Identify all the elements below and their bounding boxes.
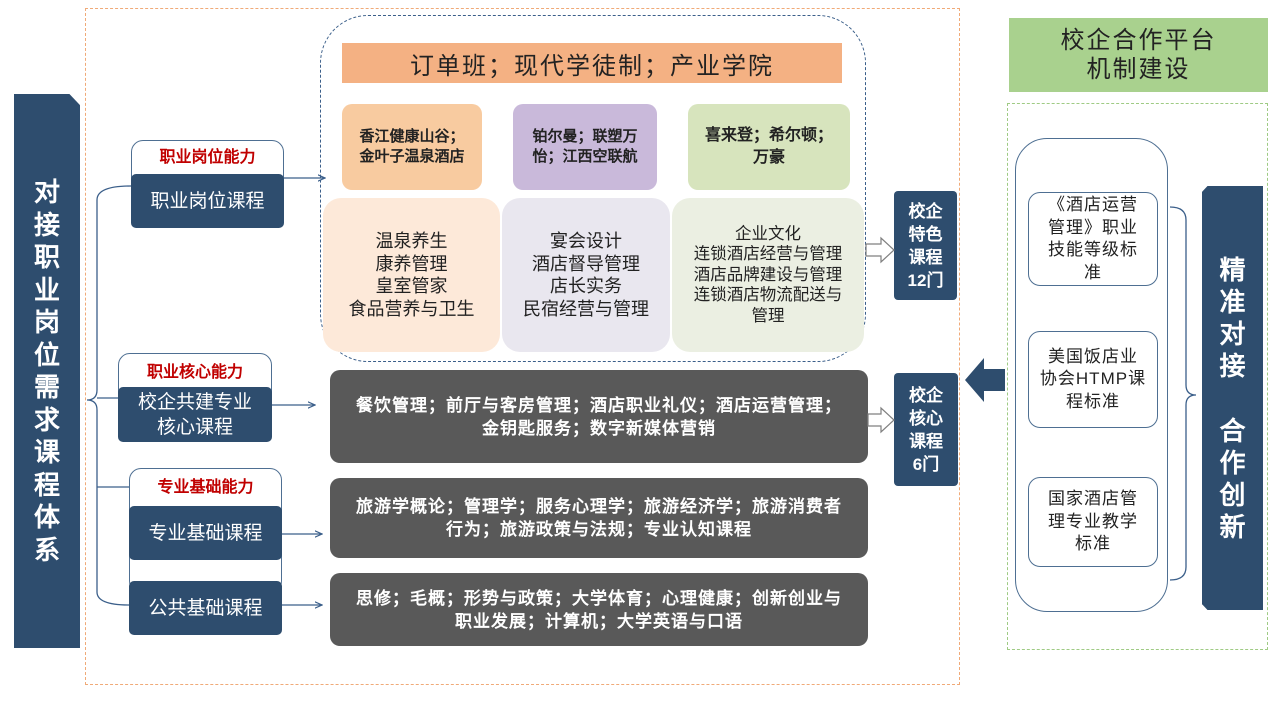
- partner-box-3: 喜来登；希尔顿； 万豪: [688, 104, 850, 190]
- left-banner: 对接职业岗位需求课程体系: [14, 94, 80, 648]
- right-banner: 精准对接 合作创新: [1202, 186, 1263, 610]
- curriculum-frame: [85, 8, 960, 685]
- order-bar-title: 订单班；现代学徒制；产业学院: [342, 43, 842, 83]
- specialty-course-box-2: 宴会设计 酒店督导管理 店长实务 民宿经营与管理: [502, 198, 670, 352]
- platform-header: 校企合作平台 机制建设: [1009, 18, 1268, 92]
- specialty-course-box-1: 温泉养生 康养管理 皇室管家 食品营养与卫生: [323, 198, 500, 352]
- platform-frame: [1007, 103, 1268, 650]
- ability-label-position: 职业岗位能力: [159, 149, 256, 166]
- course-list-foundation: 旅游学概论；管理学；服务心理学；旅游经济学；旅游消费者 行为；旅游政策与法规；专…: [330, 478, 868, 558]
- course-list-public: 思修；毛概；形势与政策；大学体育；心理健康；创新创业与 职业发展；计算机；大学英…: [330, 573, 868, 646]
- tag-specialty-courses: 校企 特色 课程 12门: [894, 191, 957, 300]
- ability-label-core: 职业核心能力: [146, 364, 243, 381]
- course-box-core: 校企共建专业 核心课程: [118, 387, 272, 442]
- standard-box-3: 国家酒店管 理专业教学 标准: [1028, 477, 1158, 567]
- right-banner-line-1: 精准对接: [1219, 254, 1246, 381]
- course-box-foundation: 专业基础课程: [129, 506, 282, 560]
- partner-box-2: 铂尔曼；联塑万 怡；江西空联航: [513, 104, 657, 190]
- right-banner-line-2: 合作创新: [1219, 415, 1246, 542]
- platform-feed-arrow: [965, 358, 1005, 402]
- course-list-core: 餐饮管理；前厅与客房管理；酒店职业礼仪；酒店运营管理； 金钥匙服务；数字新媒体营…: [330, 370, 868, 463]
- left-banner-title: 对接职业岗位需求课程体系: [33, 177, 60, 565]
- standard-box-1: 《酒店运营 管理》职业 技能等级标 准: [1028, 192, 1158, 286]
- course-box-public: 公共基础课程: [129, 581, 282, 635]
- course-box-position: 职业岗位课程: [131, 174, 284, 228]
- specialty-course-box-3: 企业文化 连锁酒店经营与管理 酒店品牌建设与管理 连锁酒店物流配送与 管理: [672, 198, 864, 352]
- tag-core-courses: 校企 核心 课程 6门: [894, 373, 958, 486]
- ability-label-foundation: 专业基础能力: [157, 479, 254, 496]
- partner-box-1: 香江健康山谷； 金叶子温泉酒店: [342, 104, 482, 190]
- order-class-frame: [320, 15, 866, 362]
- standard-box-2: 美国饭店业 协会HTMP课 程标准: [1028, 331, 1158, 428]
